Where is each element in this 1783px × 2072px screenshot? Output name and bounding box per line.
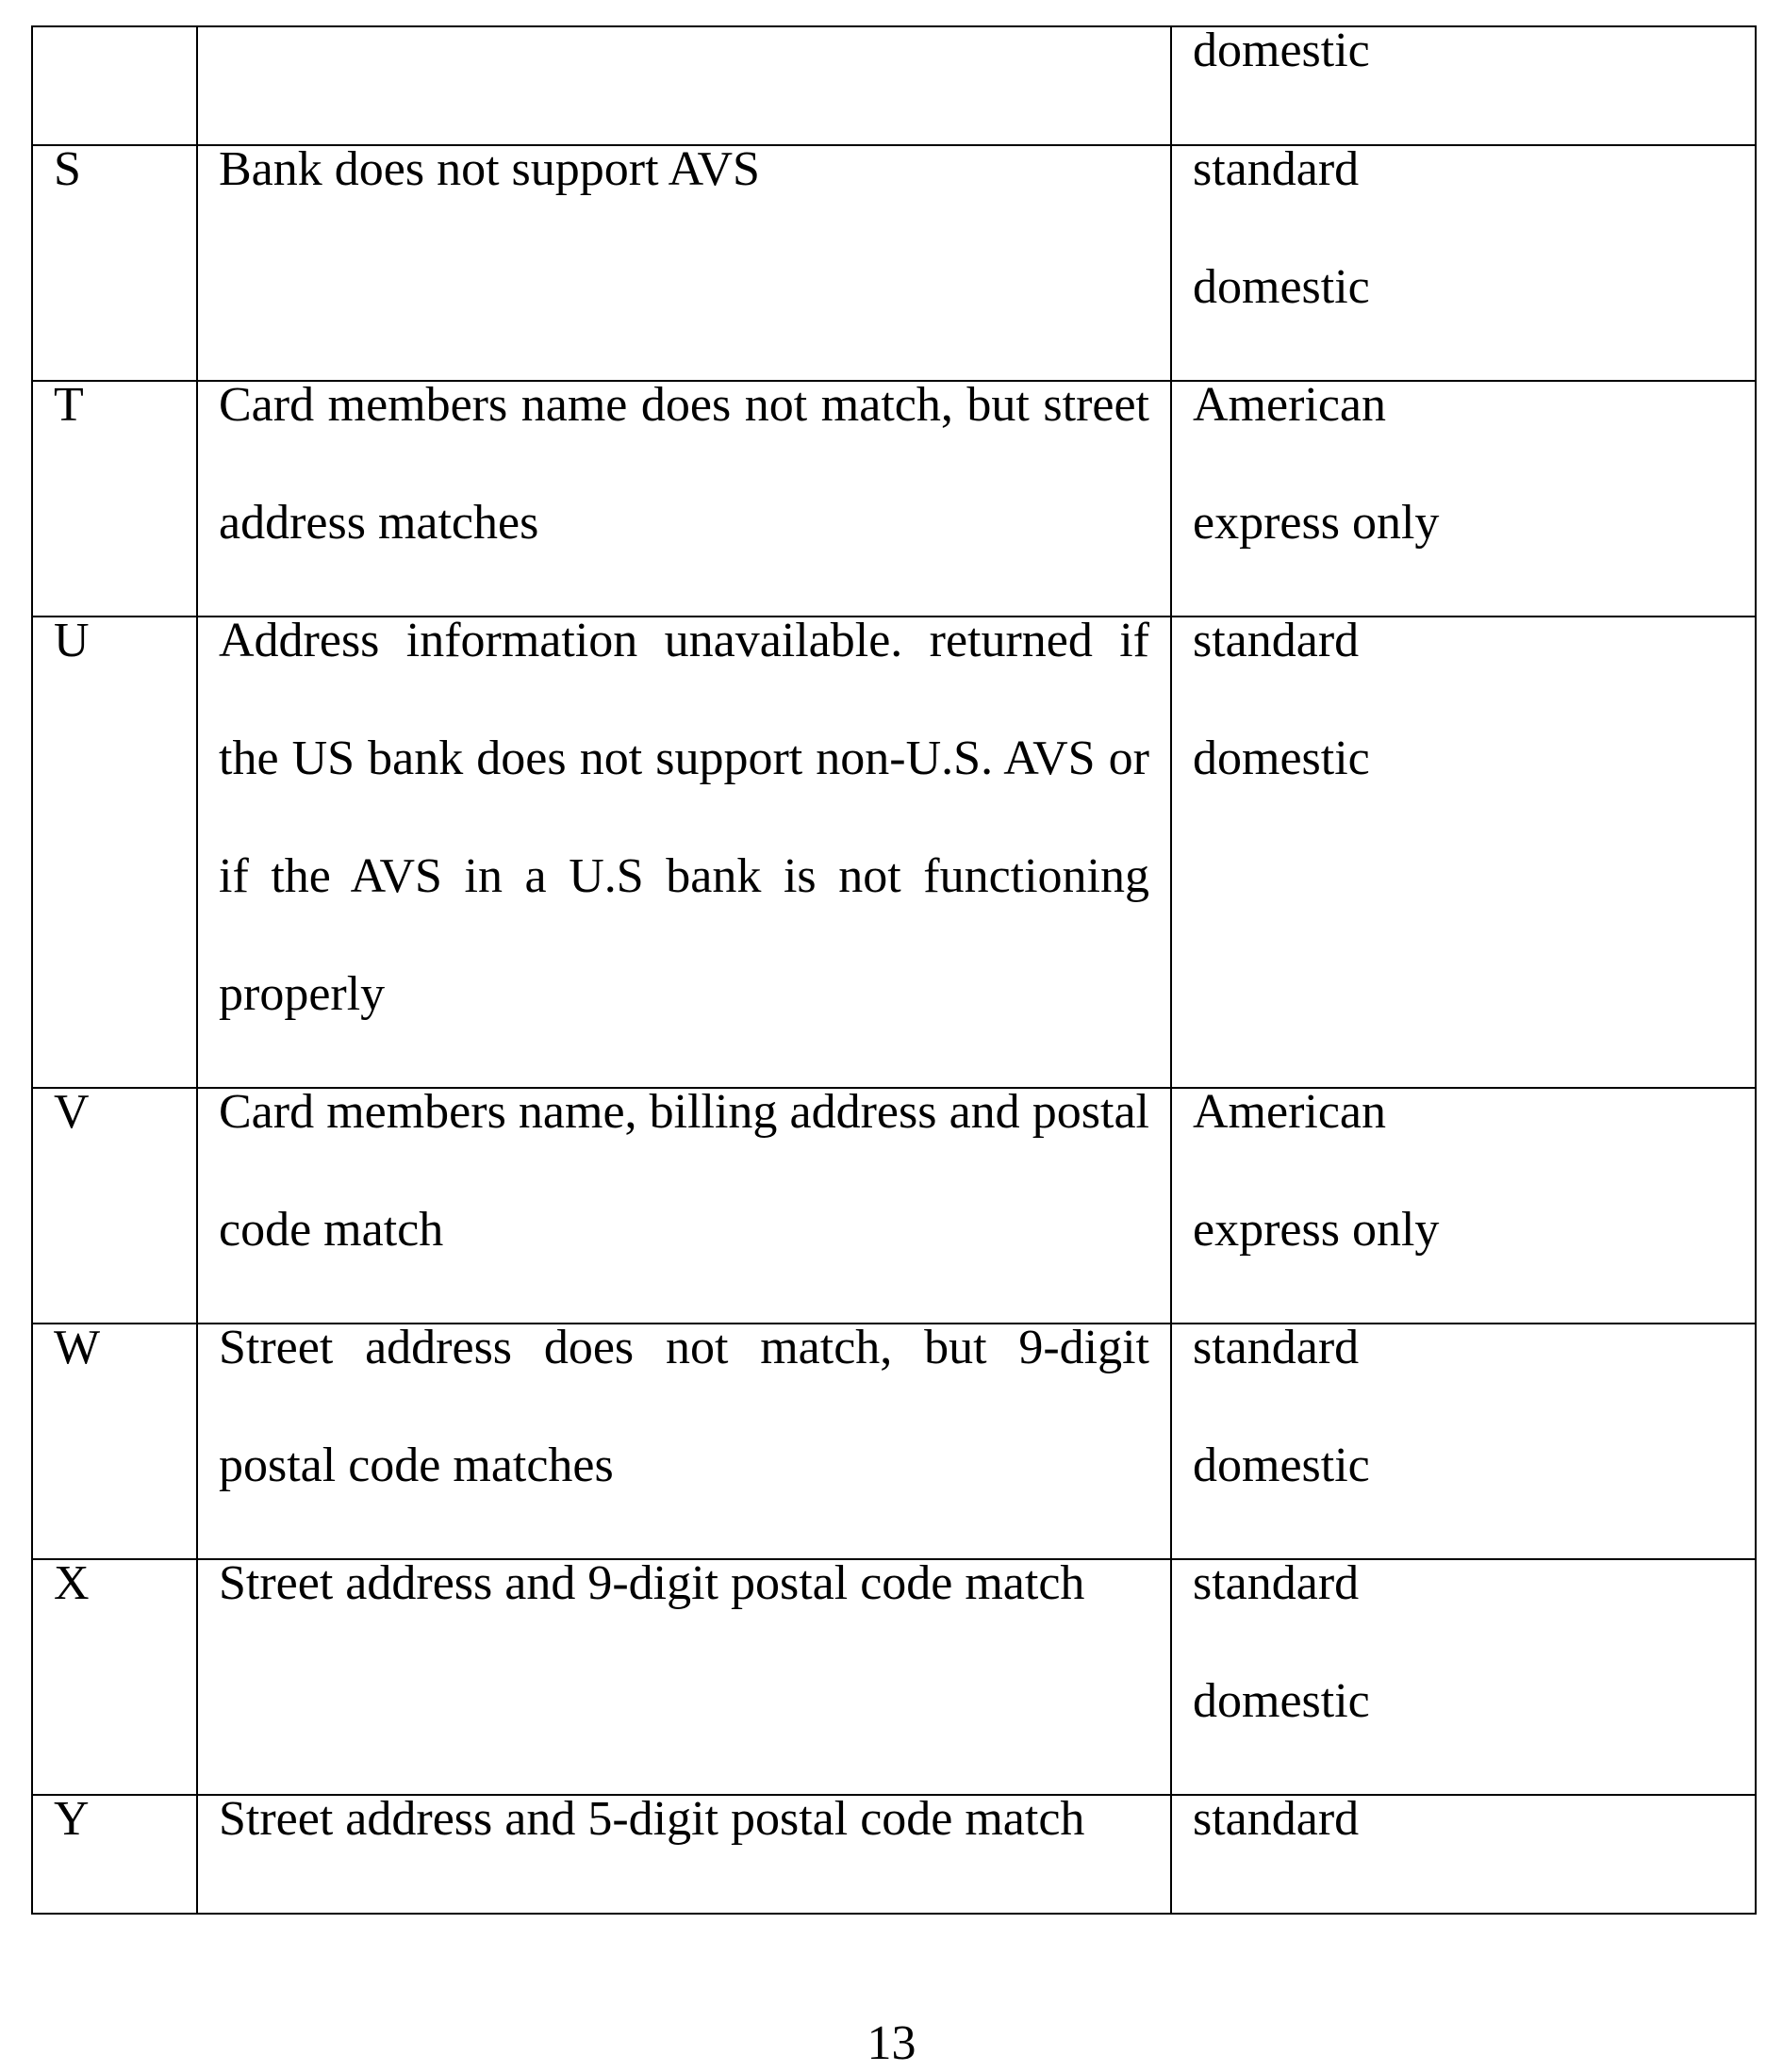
- table-row: W Street address does not match, but 9-d…: [31, 1321, 1757, 1560]
- description-cell: Card members name, billing address and p…: [196, 1085, 1172, 1324]
- description-cell: Bank does not support AVS: [196, 142, 1172, 382]
- description-cell: Street address and 9-digit postal code m…: [196, 1556, 1172, 1796]
- code-cell: V: [31, 1085, 198, 1324]
- table-row: Y Street address and 5-digit postal code…: [31, 1792, 1757, 1915]
- table-row: X Street address and 9-digit postal code…: [31, 1556, 1757, 1796]
- description-cell: Street address and 5-digit postal code m…: [196, 1792, 1172, 1915]
- page-number: 13: [867, 2016, 916, 2070]
- description-cell: [196, 25, 1172, 146]
- type-cell: standard: [1170, 1792, 1757, 1915]
- avs-table-body: domestic S Bank does not support AVS sta…: [31, 24, 1757, 1915]
- code-cell: T: [31, 378, 198, 617]
- type-cell: domestic: [1170, 24, 1757, 146]
- code-cell: U: [31, 614, 198, 1089]
- table-row: domestic: [31, 24, 1757, 146]
- code-cell: W: [31, 1321, 198, 1560]
- code-cell: S: [31, 142, 198, 382]
- description-cell: Street address does not match, but 9-dig…: [196, 1321, 1172, 1560]
- table-row: T Card members name does not match, but …: [31, 378, 1757, 617]
- avs-response-code-table: domestic S Bank does not support AVS sta…: [31, 24, 1757, 1915]
- code-cell: Y: [31, 1792, 198, 1915]
- code-cell: X: [31, 1556, 198, 1796]
- code-cell: [31, 25, 198, 146]
- table-row: V Card members name, billing address and…: [31, 1085, 1757, 1324]
- description-cell: Card members name does not match, but st…: [196, 378, 1172, 617]
- table-row: U Address information unavailable. retur…: [31, 614, 1757, 1089]
- description-cell: Address information unavailable. returne…: [196, 614, 1172, 1089]
